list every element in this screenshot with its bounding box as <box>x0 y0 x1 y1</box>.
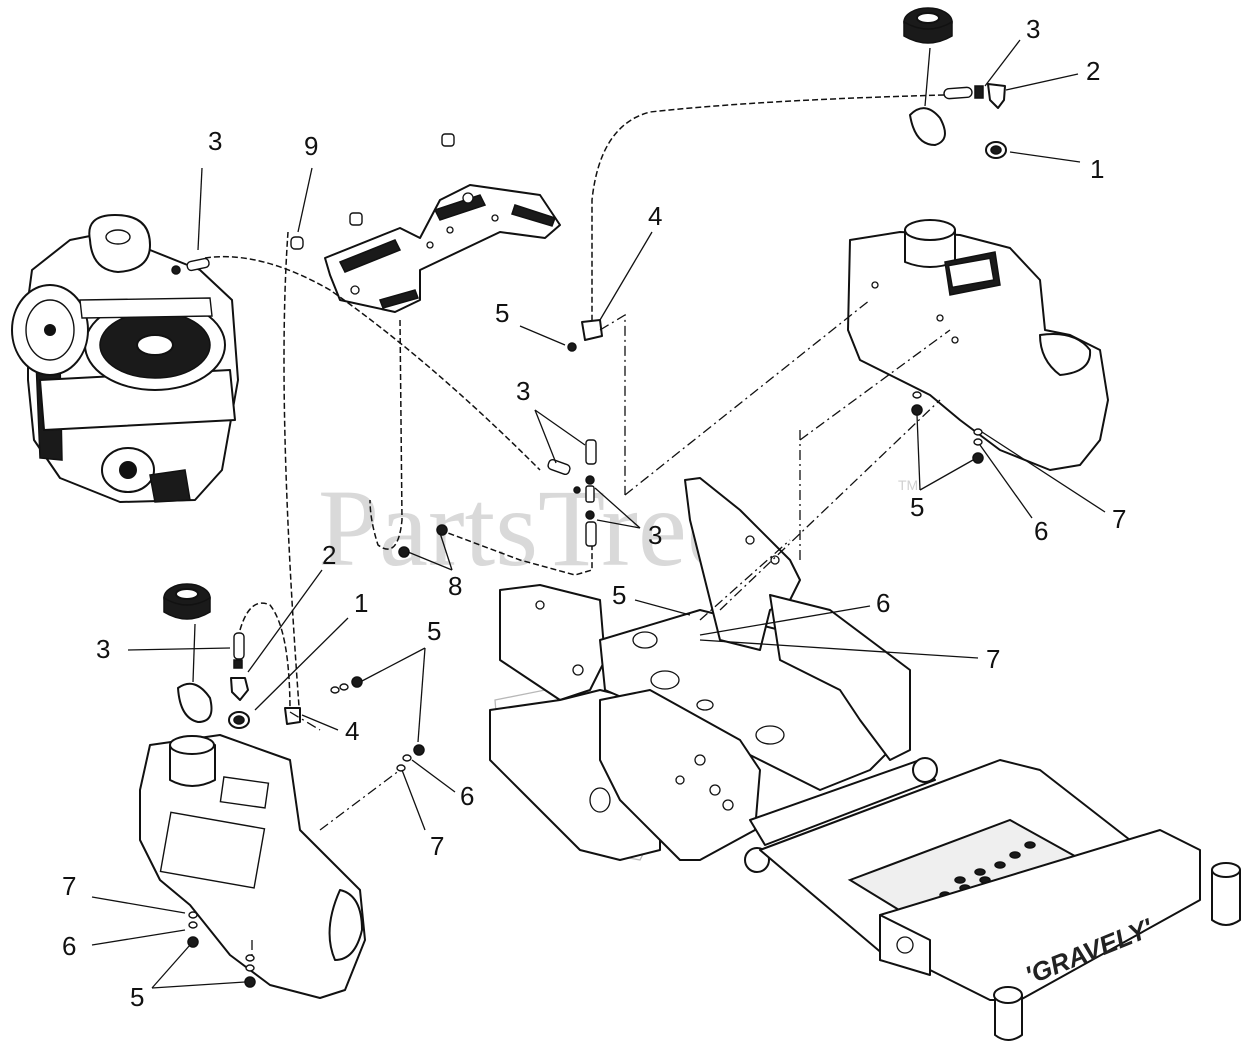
fuel-line-vent-left <box>239 602 291 713</box>
hardware-left-mid <box>330 676 425 772</box>
gas-cap-left <box>163 583 213 723</box>
callout-9: 9 <box>304 131 318 161</box>
callout-6-right-tank: 6 <box>1034 516 1048 546</box>
hardware-right-tank <box>911 391 984 464</box>
fuel-line-engine <box>204 255 541 471</box>
mower-frame: 'GRAVELY' <box>489 477 1241 1041</box>
callout-8: 8 <box>448 571 462 601</box>
callout-5-upper: 5 <box>495 298 509 328</box>
reference-lines <box>251 299 951 955</box>
engine-fuel-fitting <box>171 257 210 275</box>
callout-1-top-right: 1 <box>1090 154 1104 184</box>
callout-6-center: 6 <box>876 588 890 618</box>
vent-fitting-left <box>228 632 250 729</box>
fuel-line-bracket <box>369 319 403 550</box>
callout-1-left: 1 <box>354 588 368 618</box>
watermark-trademark: TM <box>898 477 918 493</box>
callout-5-left-bottom: 5 <box>130 982 144 1012</box>
callout-7-left-bottom: 7 <box>62 871 76 901</box>
callout-5-right-tank: 5 <box>910 492 924 522</box>
watermark: PartsTree <box>318 467 736 589</box>
callout-3-top-right: 3 <box>1026 14 1040 44</box>
center-fuel-parts <box>284 236 603 725</box>
callout-labels: 1 2 3 3 9 4 5 3 3 8 2 1 3 5 4 6 7 7 6 5 … <box>62 14 1126 1012</box>
fuel-tank-left <box>139 734 366 999</box>
callout-7-center: 7 <box>986 644 1000 674</box>
callout-2-left: 2 <box>322 540 336 570</box>
bracket-spacer-left <box>349 212 363 226</box>
gas-cap-right <box>903 7 953 146</box>
callout-4-left: 4 <box>345 716 359 746</box>
fuel-line-top <box>591 94 945 330</box>
callout-5-left-mid: 5 <box>427 616 441 646</box>
callout-7-left-mid: 7 <box>430 831 444 861</box>
vent-fitting-right <box>943 83 1007 159</box>
callout-6-left-mid: 6 <box>460 781 474 811</box>
bracket-spacer-top <box>441 133 455 147</box>
callout-3-center-lower: 3 <box>648 520 662 550</box>
leader-lines <box>91 39 1106 989</box>
fuel-tank-right <box>847 219 1109 471</box>
hardware-left-bottom <box>187 911 256 988</box>
callout-3-center-upper: 3 <box>516 376 530 406</box>
callout-3-engine: 3 <box>208 126 222 156</box>
callout-7-right-tank: 7 <box>1112 504 1126 534</box>
callout-2-top-right: 2 <box>1086 56 1100 86</box>
callout-5-center: 5 <box>612 580 626 610</box>
callout-6-left-bottom: 6 <box>62 931 76 961</box>
callout-3-left: 3 <box>96 634 110 664</box>
fuel-line-left <box>283 231 301 721</box>
mounting-bracket <box>324 184 561 313</box>
callout-4-upper: 4 <box>648 201 662 231</box>
engine <box>11 214 239 503</box>
fuel-line-center <box>439 529 593 576</box>
